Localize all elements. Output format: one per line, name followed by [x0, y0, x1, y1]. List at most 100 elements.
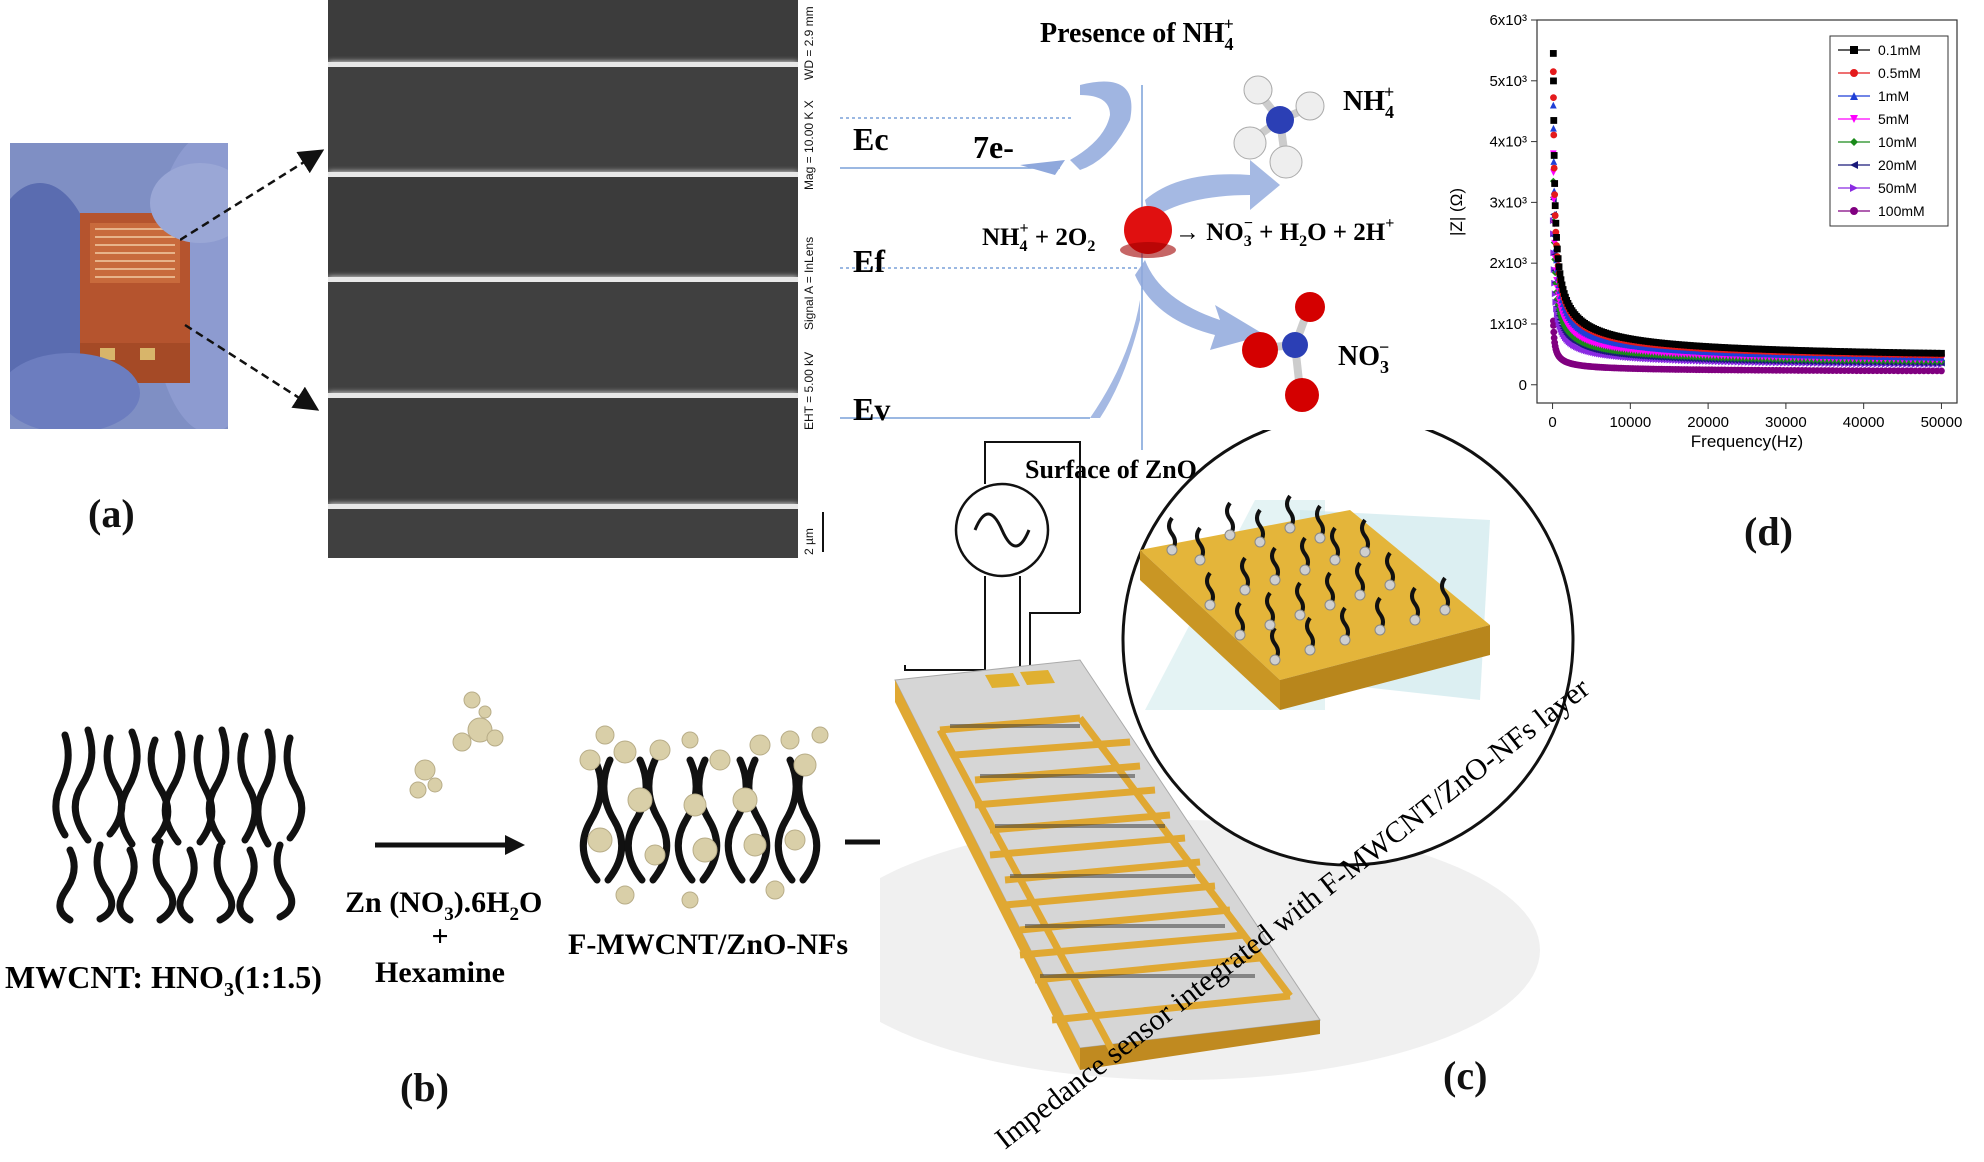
data-point [1857, 348, 1865, 356]
y-tick-label: 2x10³ [1489, 255, 1527, 272]
data-point [1765, 346, 1773, 353]
data-point [1550, 322, 1557, 329]
legend-label: 0.1mM [1878, 42, 1921, 58]
y-tick-label: 0 [1519, 377, 1527, 394]
data-point [1821, 347, 1829, 355]
data-point [1758, 345, 1766, 353]
data-point [1780, 346, 1787, 354]
reaction-lhs: NH4+ + 2O2 [982, 220, 1095, 255]
plus-sign: + [431, 920, 448, 953]
legend-marker [1850, 92, 1858, 100]
panel-label-b: (b) [400, 1065, 449, 1110]
data-point [1554, 255, 1562, 263]
x-tick-label: 20000 [1687, 414, 1729, 431]
data-point [1559, 319, 1567, 327]
legend-label: 1mM [1878, 88, 1909, 104]
zno-nanoflakes [579, 725, 829, 909]
data-point [1552, 219, 1560, 227]
surface-label: Surface of ZnO [1025, 455, 1197, 484]
data-point [1550, 328, 1558, 336]
data-point [1894, 349, 1902, 357]
x-tick-label: 50000 [1921, 414, 1963, 431]
data-point [1907, 349, 1915, 357]
sem-wd: WD = 2.9 mm [802, 6, 816, 80]
data-point [1845, 348, 1852, 356]
data-point [1550, 158, 1558, 165]
x-tick-label: 10000 [1609, 414, 1651, 431]
data-point [1550, 164, 1558, 172]
data-point [1829, 347, 1837, 355]
data-point [1549, 50, 1557, 57]
functionalized-mwcnt [579, 756, 821, 884]
data-point [1552, 228, 1560, 236]
nitrate-arrow [1135, 260, 1265, 350]
legend-marker [1850, 115, 1858, 123]
data-point [1837, 348, 1844, 355]
mwcnt-bundle [52, 726, 306, 924]
data-point [1869, 348, 1877, 356]
data-point [1924, 349, 1932, 357]
data-point [1769, 346, 1777, 353]
x-tick-label: 0 [1548, 414, 1556, 431]
y-tick-label: 4x10³ [1489, 134, 1527, 151]
legend-marker [1850, 46, 1858, 54]
ev-label: Ev [853, 391, 890, 427]
magnification-arrows [180, 149, 325, 411]
data-point [1762, 345, 1769, 353]
data-point [1886, 349, 1894, 356]
data-point [1890, 349, 1898, 356]
sem-signal: Signal A = InLens [802, 236, 816, 330]
legend-marker [1850, 161, 1858, 169]
data-point [1550, 117, 1558, 124]
data-point [1841, 348, 1848, 355]
ef-label: Ef [853, 243, 885, 279]
reaction-mechanism: Presence of NH4+ Ec Ef Ev 7e- NH4+ + 2O2… [840, 14, 1394, 484]
data-point [1911, 349, 1919, 357]
electron-count: 7e- [973, 129, 1014, 165]
ec-label: Ec [853, 121, 889, 157]
data-point [1817, 347, 1825, 355]
legend-marker [1850, 207, 1858, 215]
data-point [1551, 191, 1559, 199]
legend-label: 0.5mM [1878, 65, 1921, 81]
sem-scale: 2 µm [802, 528, 816, 555]
data-point [1552, 298, 1560, 306]
y-axis-label: |Z| (Ω) [1447, 188, 1466, 236]
data-point [1744, 345, 1752, 353]
data-point [1550, 94, 1557, 102]
data-point [1553, 234, 1560, 241]
data-point [1861, 348, 1869, 356]
zno-particles [409, 691, 504, 799]
data-point [1802, 347, 1810, 355]
scale-bar [822, 512, 824, 552]
y-tick-label: 3x10³ [1489, 194, 1527, 211]
data-point [1877, 348, 1885, 356]
data-point [1806, 347, 1813, 355]
panel-label-c: (c) [1443, 1053, 1488, 1098]
data-point [1783, 346, 1791, 354]
data-point [1929, 349, 1937, 357]
data-point [1553, 245, 1561, 253]
ammonium-molecule [1233, 75, 1325, 179]
panel-label-d: (d) [1744, 509, 1793, 554]
data-point [1791, 346, 1798, 354]
data-point [1549, 68, 1557, 76]
y-tick-label: 5x10³ [1489, 73, 1527, 90]
electron-arrow [1070, 81, 1132, 170]
legend-box [1829, 35, 1949, 227]
nitrate-label: NO3− [1338, 337, 1389, 377]
legend-label: 20mM [1878, 157, 1917, 173]
data-point [1920, 349, 1928, 357]
data-point [1813, 347, 1821, 355]
data-point [1559, 286, 1567, 293]
data-point [1550, 131, 1558, 139]
wire-right [984, 441, 1081, 613]
legend-marker [1850, 69, 1858, 77]
x-tick-label: 30000 [1765, 414, 1807, 431]
reagent-hexamine: Hexamine [375, 956, 505, 989]
legend-label: 5mM [1878, 111, 1909, 127]
legend-label: 50mM [1878, 180, 1917, 196]
data-point [1550, 77, 1557, 85]
reagent-zinc-nitrate: Zn (NO3).6H2O [345, 886, 542, 925]
data-point [1741, 345, 1749, 352]
